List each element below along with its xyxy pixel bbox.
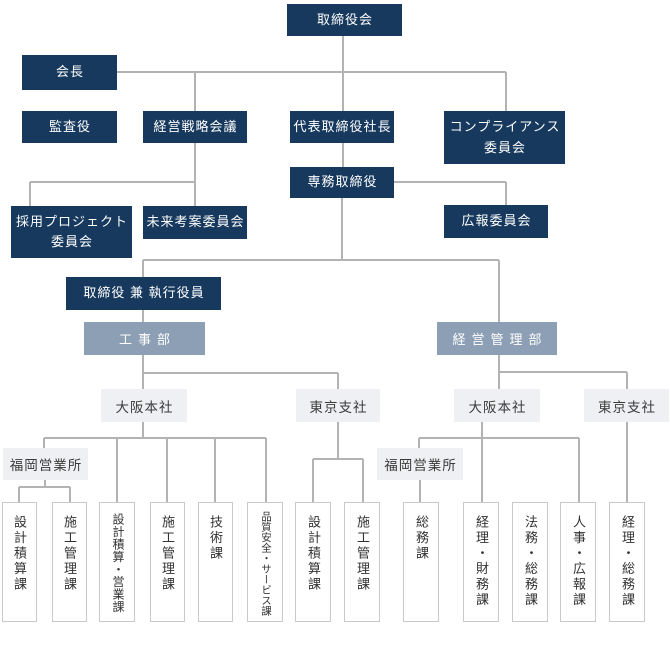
senior-managing-director-box: 専務取締役: [290, 167, 394, 198]
construction-management-section-osaka-construction-box: 施工管理課: [150, 502, 185, 622]
management-admin-dept-box: 経営管理部: [437, 322, 557, 355]
legal-general-affairs-section-osaka-management-box: 法務・総務課: [512, 502, 548, 622]
construction-dept-box: 工事部: [84, 322, 205, 355]
strategy-council-box: 経営戦略会議: [143, 111, 247, 143]
quality-safety-service-section-osaka-construction-box: 品質安全・サービス課: [247, 502, 283, 622]
technical-section-osaka-construction-box: 技術課: [198, 502, 233, 622]
construction-management-section-tokyo-construction-box: 施工管理課: [344, 502, 380, 622]
osaka-hq-construction-box: 大阪本社: [101, 389, 187, 422]
president-box: 代表取締役社長: [290, 111, 394, 143]
hr-pr-section-osaka-management-box: 人事・広報課: [560, 502, 596, 622]
construction-management-section-fukuoka-construction-box: 施工管理課: [52, 502, 87, 622]
design-estimation-sales-section-osaka-construction-box: 設計積算・営業課: [99, 502, 135, 622]
accounting-finance-section-osaka-management-box: 経理・財務課: [463, 502, 499, 622]
auditor-box: 監査役: [22, 111, 117, 143]
general-affairs-section-fukuoka-management-box: 総務課: [403, 502, 439, 622]
future-planning-committee-box: 未来考案委員会: [143, 206, 247, 239]
fukuoka-office-construction-box: 福岡営業所: [3, 448, 88, 480]
compliance-committee-box: コンプライアンス 委員会: [444, 111, 565, 164]
fukuoka-office-management-box: 福岡営業所: [377, 448, 463, 480]
chairman-box: 会長: [22, 55, 117, 90]
osaka-hq-management-box: 大阪本社: [454, 389, 540, 422]
director-executive-officer-box: 取締役 兼 執行役員: [66, 277, 221, 310]
design-estimation-section-tokyo-construction-box: 設計積算課: [295, 502, 331, 622]
design-estimation-section-fukuoka-construction-box: 設計積算課: [2, 502, 37, 622]
tokyo-branch-management-box: 東京支社: [584, 389, 669, 422]
accounting-general-affairs-section-tokyo-management-box: 経理・総務課: [609, 502, 645, 622]
recruitment-project-committee-box: 採用プロジェクト 委員会: [11, 206, 132, 258]
pr-committee-box: 広報委員会: [444, 205, 548, 238]
board-of-directors-box: 取締役会: [287, 4, 402, 36]
tokyo-branch-construction-box: 東京支社: [296, 389, 380, 422]
